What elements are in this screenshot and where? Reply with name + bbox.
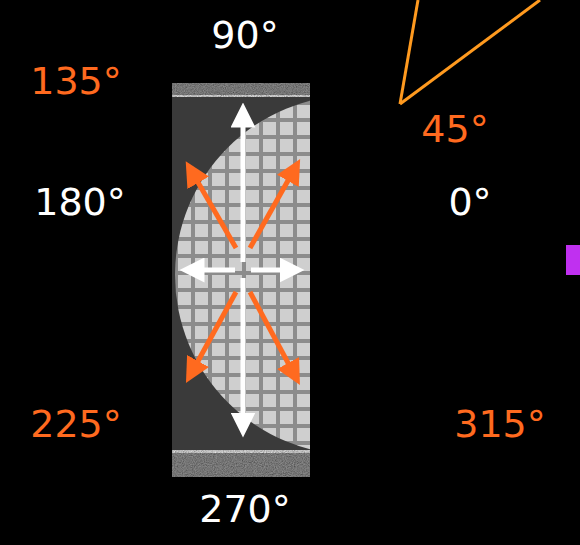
angle-label: 0°	[448, 183, 491, 221]
angle-label: 45°	[421, 110, 488, 148]
callout-leader	[400, 0, 540, 104]
magenta-marker	[566, 245, 580, 275]
angle-label: 180°	[34, 183, 126, 221]
direction-arrows	[192, 115, 294, 425]
angle-label: 225°	[30, 405, 122, 443]
angle-label: 270°	[199, 490, 291, 528]
angle-label: 135°	[30, 62, 122, 100]
angle-label: 315°	[454, 405, 546, 443]
angle-label: 90°	[211, 16, 278, 54]
grid-photo	[172, 83, 310, 477]
